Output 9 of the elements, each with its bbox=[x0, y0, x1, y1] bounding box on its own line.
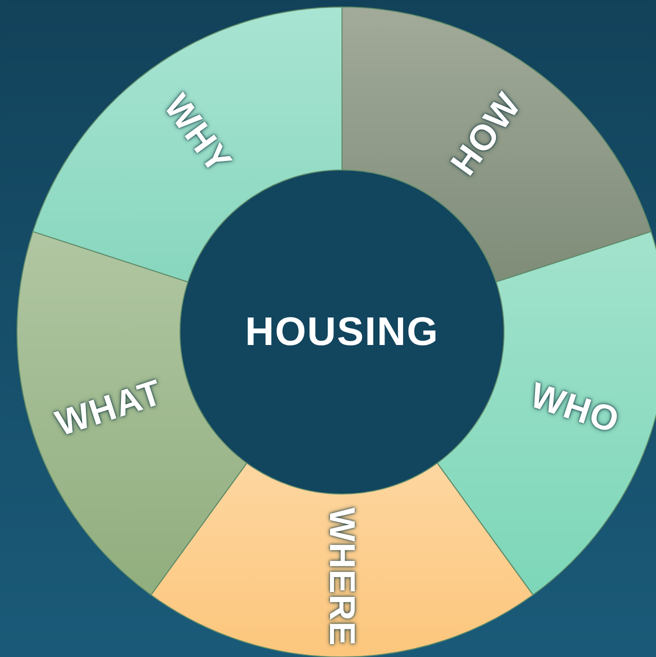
ring-segment bbox=[342, 7, 652, 282]
ring-segment bbox=[150, 463, 534, 657]
segment-label: WHERE bbox=[324, 508, 360, 646]
ring-segment bbox=[32, 7, 342, 282]
segment-label: WHO bbox=[526, 376, 624, 439]
ring-segment bbox=[17, 231, 247, 595]
segment-label: WHAT bbox=[51, 374, 167, 442]
ring-segment bbox=[437, 231, 656, 595]
center-title: HOUSING bbox=[245, 310, 439, 354]
